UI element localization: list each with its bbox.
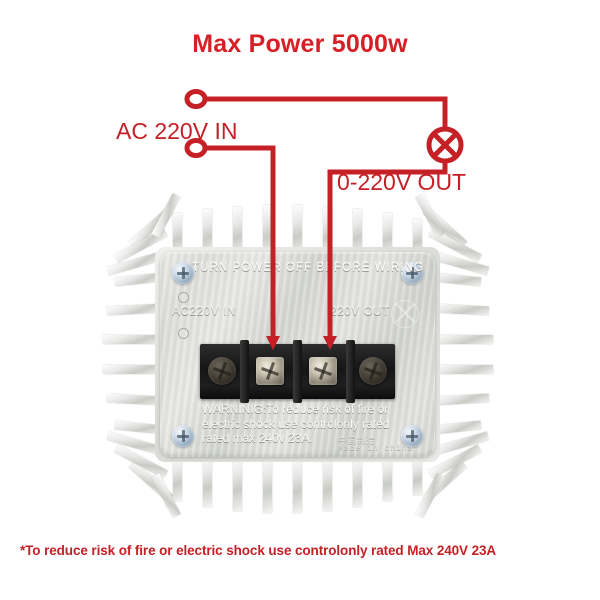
alignment-hole-lower [178,328,189,339]
heatsink-fin [233,455,242,511]
engraved-v-out-label: 220V OUT [330,304,390,318]
terminal-screw-4[interactable] [359,357,387,385]
terminal-divider [293,340,302,403]
heatsink-fin [413,455,422,495]
lamp-x-stroke-b [432,132,458,158]
terminal-screw-3[interactable] [309,357,337,385]
heatsink-fin [293,455,302,513]
v-output-label: 0-220V OUT [337,169,466,195]
wire-live-to-lamp [203,96,448,128]
input-terminal-neutral[interactable] [184,138,208,158]
made-in-china-text: Made in china [338,444,414,453]
heatsink-fin [203,455,212,507]
heatsink-fin [173,455,182,501]
heatsink-fin [173,213,182,255]
heatsink-fin [433,335,493,344]
chinese-origin-mark: 中国制造 [338,435,377,445]
heatsink-fin [103,335,163,344]
alignment-hole-upper [178,292,189,303]
heatsink-fin [103,365,163,374]
input-terminal-live[interactable] [184,89,208,109]
heatsink-fin [383,455,392,501]
ac-input-label: AC 220V IN [116,118,237,144]
heatsink-fin [263,455,272,513]
scr-voltage-regulator-module: TURN POWER OFF BEFORE WIRING AC220V IN 2… [55,193,545,525]
mount-screw-bottom-right [401,425,423,447]
page-title: Max Power 5000w [192,30,408,58]
heatsink-fin [433,365,493,374]
bottom-caption: *To reduce risk of fire or electric shoc… [20,543,497,558]
heatsink-fin [432,303,490,316]
heatsink-fin [353,455,362,507]
lamp-cross-circle-icon [426,126,464,164]
mount-screw-bottom-left [172,425,194,447]
printed-warning-text: WARNINIG:To reduce risk of fire or elect… [202,402,390,445]
lamp-cross-circle-icon [391,300,419,328]
mount-screw-top-left [172,262,194,284]
terminal-divider [346,340,355,403]
heatsink-fin [432,393,490,406]
terminal-divider [240,340,249,403]
heatsink-fin [293,205,302,255]
lamp-x-stroke-a [432,132,458,158]
terminal-block [200,340,395,403]
module-faceplate: TURN POWER OFF BEFORE WIRING AC220V IN 2… [160,252,435,457]
engraved-ac-in-label: AC220V IN [172,304,236,318]
terminal-screw-1[interactable] [208,357,236,385]
engraved-warning-top: TURN POWER OFF BEFORE WIRING [192,262,425,274]
heatsink-fin [323,455,332,511]
terminal-screw-2[interactable] [256,357,284,385]
